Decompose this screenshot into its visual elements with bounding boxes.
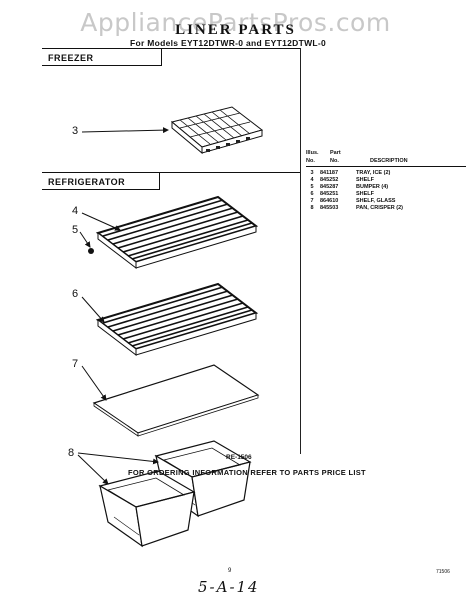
page-number: 9: [228, 568, 232, 574]
cell-part: 845252: [320, 177, 339, 183]
callout-8-leader-rear: [77, 452, 159, 465]
callout-3-leader: [81, 127, 169, 134]
cell-illus: 4: [310, 177, 314, 183]
ordering-note: FOR ORDERING INFORMATION REFER TO PARTS …: [128, 468, 366, 477]
bumper: [88, 248, 94, 254]
diagram-code: RE-1506: [226, 454, 252, 461]
cell-illus: 7: [310, 198, 314, 204]
table-row: 6 845251 SHELF: [306, 191, 466, 198]
header-part: Part: [330, 150, 341, 156]
watermark: AppliancePartsPros.com: [80, 8, 391, 37]
glass-shelf: [92, 364, 260, 437]
cell-illus: 3: [310, 170, 314, 176]
table-row: 5 845287 BUMPER (4): [306, 184, 466, 191]
handwritten-note: 5-A-14: [198, 578, 260, 596]
callout-8-leader-front: [77, 454, 109, 485]
cell-illus: 6: [310, 191, 314, 197]
refrigerator-rule: [42, 172, 300, 173]
table-row: 7 864610 SHELF, GLASS: [306, 198, 466, 205]
cell-desc: BUMPER (4): [356, 184, 389, 190]
parts-table-header: Illus. No. Part No. DESCRIPTION: [306, 150, 466, 166]
wire-shelf-upper: [95, 195, 259, 270]
wire-shelf-lower: [95, 282, 259, 357]
callout-5-leader: [79, 231, 91, 248]
table-row: 8 845503 PAN, CRISPER (2): [306, 205, 466, 212]
table-row: 3 841187 TRAY, ICE (2): [306, 170, 466, 177]
parts-table: Illus. No. Part No. DESCRIPTION 3 841187…: [306, 150, 466, 212]
document-code: 71506: [436, 569, 450, 575]
cell-part: 845287: [320, 184, 339, 190]
parts-table-rule: [306, 166, 466, 167]
callout-4: 4: [72, 205, 79, 217]
cell-desc: TRAY, ICE (2): [356, 170, 391, 176]
header-part-no: No.: [330, 158, 339, 164]
callout-6: 6: [72, 288, 79, 300]
freezer-rule: [42, 48, 300, 49]
header-illus: Illus.: [306, 150, 319, 156]
callout-5: 5: [72, 224, 79, 236]
cell-desc: PAN, CRISPER (2): [356, 205, 403, 211]
cell-desc: SHELF, GLASS: [356, 198, 396, 204]
header-description: DESCRIPTION: [370, 158, 408, 164]
callout-6-leader: [81, 296, 105, 323]
callout-7-leader: [81, 365, 107, 401]
cell-part: 841187: [320, 170, 339, 176]
header-no: No.: [306, 158, 315, 164]
cell-desc: SHELF: [356, 191, 375, 197]
refrigerator-section-label: REFRIGERATOR: [42, 172, 160, 190]
cell-illus: 8: [310, 205, 314, 211]
cell-part: 845251: [320, 191, 339, 197]
cell-desc: SHELF: [356, 177, 375, 183]
table-row: 4 845252 SHELF: [306, 177, 466, 184]
page-title: LINER PARTS: [175, 22, 296, 38]
callout-3: 3: [72, 125, 79, 137]
page-subtitle: For Models EYT12DTWR-0 and EYT12DTWL-0: [130, 38, 327, 48]
ice-tray: [170, 106, 264, 155]
cell-part: 845503: [320, 205, 339, 211]
callout-8: 8: [68, 447, 75, 459]
freezer-section-label: FREEZER: [42, 48, 162, 66]
callout-7: 7: [72, 358, 79, 370]
crisper-pan-front: [98, 470, 196, 548]
cell-part: 864610: [320, 198, 339, 204]
callout-4-leader: [81, 212, 121, 231]
cell-illus: 5: [310, 184, 314, 190]
column-divider: [300, 48, 301, 454]
